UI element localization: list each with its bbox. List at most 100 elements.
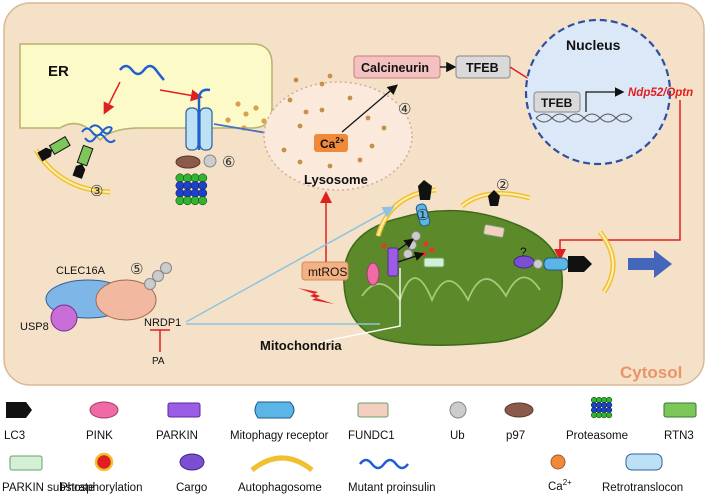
- legend-row-1-icons: [6, 396, 697, 419]
- legend-p97: p97: [506, 430, 526, 442]
- legend-mitophagy-receptor: Mitophagy receptor: [230, 430, 329, 442]
- proteasome-subunit: [175, 196, 185, 206]
- proteasome-subunit: [590, 401, 598, 409]
- er-label: ER: [48, 63, 69, 80]
- mutant-proinsulin-cluster: [81, 124, 116, 144]
- proinsulin-translocating: [197, 88, 211, 150]
- fundc1: [483, 224, 505, 238]
- mtros-box: [301, 261, 349, 281]
- rtn3-lc3-pair-1: [37, 135, 71, 162]
- lc3-2: [488, 190, 500, 206]
- proteasome-subunit: [190, 196, 200, 206]
- question-mark: ?: [520, 245, 527, 259]
- ca-legend-icon: [550, 454, 566, 470]
- legend-parkin-substrate: PARKIN substrate: [2, 482, 95, 494]
- mitophagy-receptor-2: [543, 257, 569, 271]
- mitophagy-receptor-1: [415, 203, 431, 227]
- phosphorylation-legend-icon: [94, 452, 114, 472]
- lc3-3: [568, 256, 592, 272]
- proteasome-subunit: [198, 196, 208, 206]
- proteasome-subunit: [183, 173, 193, 183]
- legend-ca-sup: 2+: [562, 478, 572, 487]
- proteasome-subunit: [595, 412, 603, 419]
- proteasome-subunit: [606, 396, 613, 404]
- proteasome-subunit: [175, 188, 185, 198]
- calcium-superscript: 2+: [335, 136, 344, 145]
- legend: [6, 396, 697, 472]
- lysosome-label: Lysosome: [304, 172, 368, 187]
- proteasome-subunit: [198, 173, 208, 183]
- proteasome-subunit: [175, 173, 185, 183]
- legend-row-2-icons: [9, 452, 663, 472]
- p97: [175, 155, 201, 169]
- ub-near-p97: [203, 154, 217, 168]
- legend-ub: Ub: [450, 430, 465, 442]
- proteasome-subunit: [606, 412, 613, 419]
- parkin-legend-icon: [167, 402, 201, 418]
- proteasome-subunit: [606, 407, 613, 414]
- lysosome-ca-dots: [281, 73, 387, 169]
- step-4-label: ④: [398, 100, 411, 118]
- step-2-label: ②: [496, 176, 509, 194]
- legend-autophagosome: Autophagosome: [238, 482, 322, 494]
- nrdp1-shape: [95, 279, 157, 321]
- proteasome: [175, 173, 208, 206]
- nucleus-label: Nucleus: [566, 37, 621, 53]
- parkin-substrate: [423, 257, 445, 268]
- ub-legend-icon: [449, 401, 467, 419]
- mitophagy-receptor-legend-icon: [254, 401, 295, 419]
- legend-ca-text: Ca: [548, 480, 563, 493]
- legend-rtn3: RTN3: [664, 430, 694, 442]
- calcium-label: Ca: [320, 137, 336, 151]
- retrotranslocon-legend-icon: [625, 453, 663, 471]
- legend-cargo: Cargo: [176, 482, 208, 494]
- step-6-label: ⑥: [222, 153, 235, 171]
- proteasome-subunit: [601, 401, 608, 409]
- proteasome-legend-icon: [590, 396, 613, 419]
- proteasome-subunit: [601, 412, 608, 419]
- legend-phosphorylation: Phosphorylation: [60, 482, 143, 494]
- step-3-label: ③: [90, 182, 103, 200]
- lc3-1: [418, 180, 432, 200]
- er-membrane: [19, 43, 273, 142]
- cytosol-label: Cytosol: [620, 363, 682, 382]
- mitochondria: [343, 209, 564, 346]
- p97-legend-icon: [504, 402, 534, 418]
- proteasome-subunit: [190, 173, 200, 183]
- usp8-shape: [50, 304, 78, 332]
- rtn3-lc3-pair-2: [72, 144, 94, 179]
- parkin-substrate-legend-icon: [9, 455, 43, 471]
- legend-lc3: LC3: [4, 430, 26, 442]
- proteasome-subunit: [198, 181, 208, 191]
- legend-pink: PINK: [86, 430, 113, 442]
- legend-mutant-proinsulin: Mutant proinsulin: [348, 482, 436, 494]
- retrotranslocon-right: [199, 107, 213, 151]
- step-1-label: ①: [416, 206, 429, 224]
- autophagosome-legend-icon: [250, 455, 314, 472]
- proteasome-subunit: [198, 188, 208, 198]
- proteasome-subunit: [606, 401, 613, 409]
- tfeb-nuclear-label: TFEB: [541, 96, 573, 110]
- dna-helix: [535, 113, 633, 123]
- cargo: [513, 255, 535, 269]
- proteasome-subunit: [183, 188, 193, 198]
- calcineurin-label: Calcineurin: [361, 61, 429, 75]
- legend-parkin: PARKIN: [156, 430, 198, 442]
- tfeb-nuclear-box: [533, 91, 581, 113]
- flow-arrow-right: [628, 250, 672, 278]
- mitochondria-cristae: [361, 276, 541, 303]
- proteasome-subunit: [601, 407, 608, 414]
- proteasome-subunit: [590, 407, 598, 414]
- step-5-label: ⑤: [130, 260, 143, 278]
- legend-ca: Ca2+: [548, 478, 572, 493]
- rtn3-legend-icon: [663, 402, 697, 418]
- lc3-legend-icon: [6, 402, 32, 418]
- proteasome-subunit: [590, 412, 598, 419]
- legend-fundc1: FUNDC1: [348, 430, 395, 442]
- proteasome-subunit: [595, 401, 603, 409]
- ros-lightning-icon: [298, 288, 334, 304]
- gene-label: Ndp52/Optn: [628, 87, 693, 99]
- parkin-on-mito: [387, 247, 399, 277]
- mtros-label: mtROS: [308, 265, 347, 279]
